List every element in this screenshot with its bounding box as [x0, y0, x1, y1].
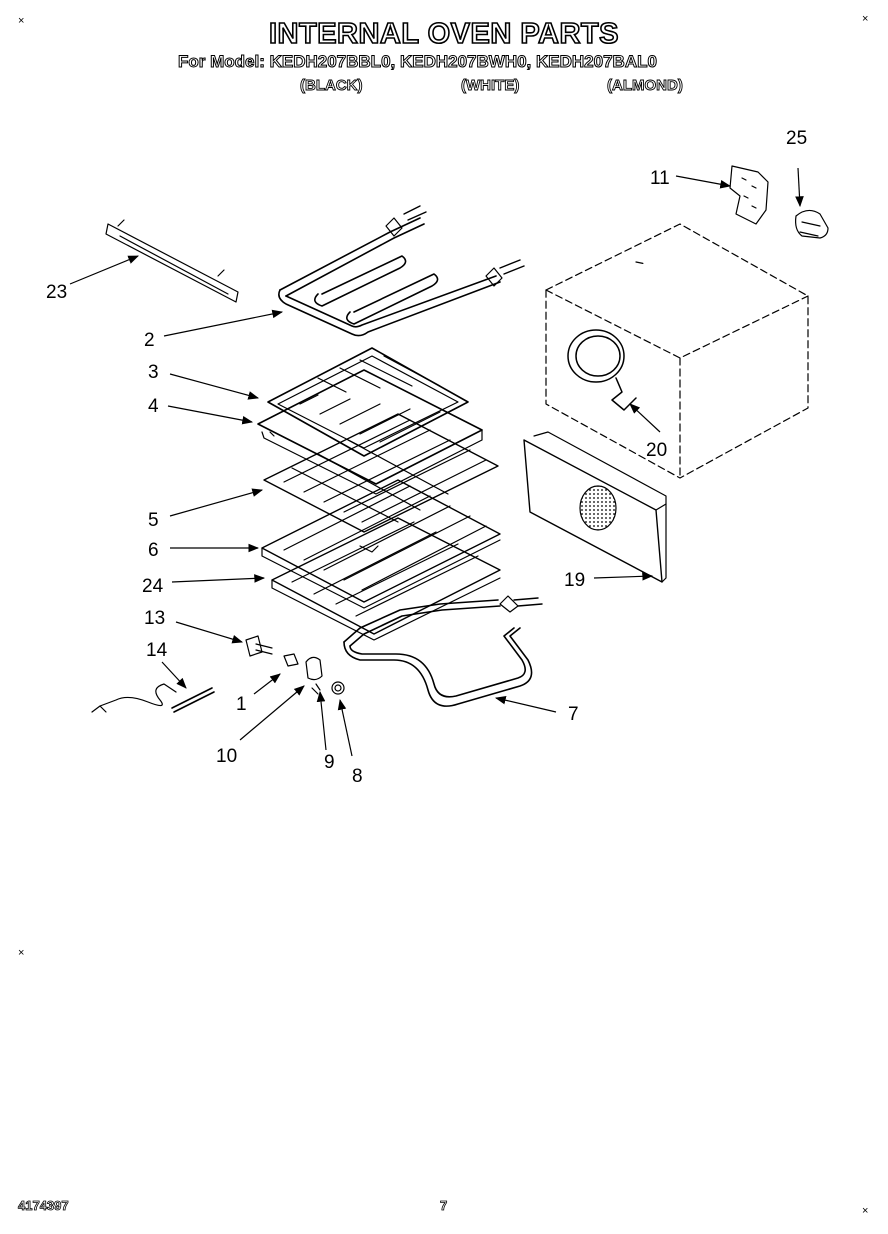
broil-element-part: [278, 205, 525, 337]
light-socket-bracket-part: [245, 635, 273, 657]
rack-support-rail-part: [105, 219, 239, 303]
callout-13: 13: [144, 608, 165, 629]
callout-leaders: [69, 167, 804, 757]
light-lens-part: [331, 681, 345, 695]
callout-6: 6: [148, 540, 159, 561]
broiler-pan-part: [257, 369, 483, 495]
corner-mark-top-right: ×: [862, 13, 869, 25]
oven-rack-upper-part: [263, 413, 499, 533]
callout-4: 4: [148, 396, 159, 417]
callout-3: 3: [148, 362, 159, 383]
color-label-white: (WHITE): [461, 77, 520, 95]
callout-11: 11: [650, 168, 670, 189]
callout-19: 19: [564, 570, 585, 591]
callout-1: 1: [236, 694, 247, 715]
callout-10: 10: [216, 746, 237, 767]
cooling-fan-bracket-part: [729, 165, 769, 225]
broiler-grid-part: [267, 347, 469, 457]
convection-fan-cover-part: [523, 431, 667, 583]
corner-mark-top-left: ×: [18, 15, 25, 27]
corner-mark-bottom-right: ×: [862, 1205, 869, 1217]
callout-8: 8: [352, 766, 363, 787]
page-number: 7: [440, 1198, 448, 1214]
corner-mark-mid-left: ×: [18, 947, 25, 959]
oven-rack-lower-part: [271, 517, 501, 641]
callout-9: 9: [324, 752, 335, 773]
callout-23: 23: [46, 282, 67, 303]
model-line: For Model: KEDH207BBL0, KEDH207BWH0, KED…: [178, 52, 658, 72]
oven-rack-middle-part: [261, 479, 501, 609]
callout-25: 25: [786, 128, 807, 149]
oven-cavity-outline: [545, 223, 809, 479]
meat-probe-part: [91, 683, 215, 713]
fan-clip-part: [795, 209, 829, 239]
callout-2: 2: [144, 330, 155, 351]
callout-5: 5: [148, 510, 159, 531]
color-label-almond: (ALMOND): [607, 77, 684, 95]
light-socket-part: [305, 656, 323, 695]
convection-element-part: [567, 329, 637, 411]
light-bulb-part: [283, 653, 299, 667]
page-title: INTERNAL OVEN PARTS: [268, 17, 619, 51]
document-number: 4174397: [18, 1198, 69, 1214]
callout-7: 7: [568, 704, 579, 725]
callout-20: 20: [646, 440, 667, 461]
callout-numbers: 23 2 3 4 5 6 24 13 14 1 10 9 8 7 11 25 2…: [46, 128, 807, 787]
bake-element-part: [343, 595, 543, 707]
color-label-black: (BLACK): [300, 77, 363, 95]
callout-14: 14: [146, 640, 168, 661]
callout-24: 24: [142, 576, 164, 597]
